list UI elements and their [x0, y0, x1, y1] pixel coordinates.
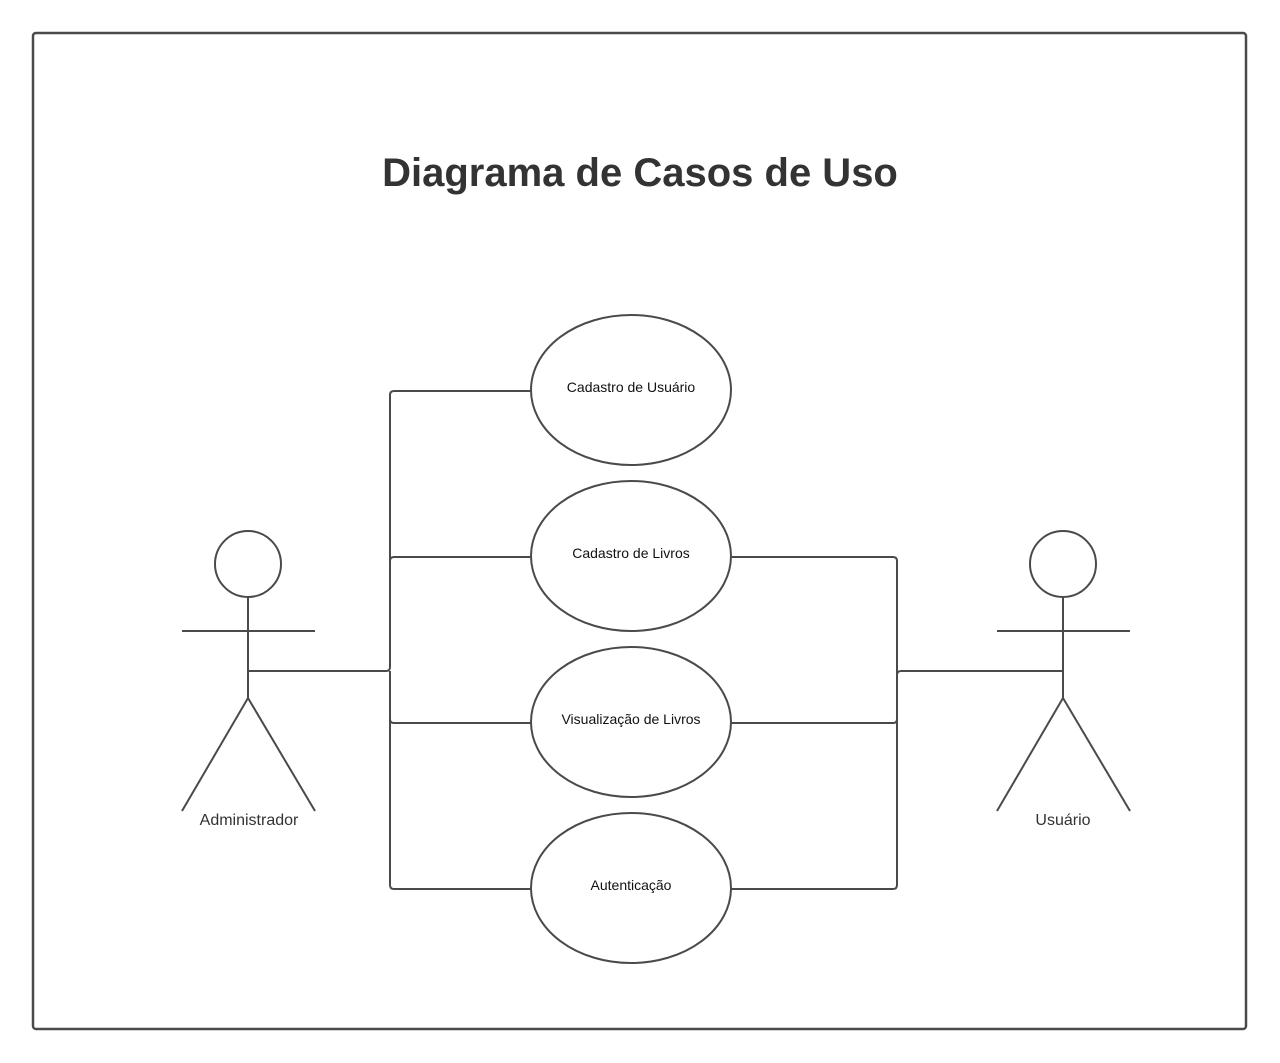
user-connectors	[731, 556, 1063, 890]
actor-usuario: Usuário	[996, 530, 1131, 829]
actor-label: Administrador	[200, 812, 299, 829]
use-case-label: Cadastro de Usuário	[567, 379, 696, 395]
use-case-ellipse	[530, 812, 732, 964]
connector-user-cadastro-livros	[731, 556, 898, 890]
use-case-ellipse	[530, 314, 732, 466]
use-case-cadastro-usuario: Cadastro de Usuário	[530, 314, 732, 466]
use-case-visualizacao-livros: Visualização de Livros	[530, 646, 732, 798]
admin-connectors	[248, 390, 531, 890]
connector-admin-autenticacao	[389, 719, 531, 890]
actor-administrador: Administrador	[181, 530, 316, 829]
connector-admin-cadastro-livros	[389, 556, 531, 562]
connector-user-trunk	[896, 670, 1063, 676]
use-case-autenticacao: Autenticação	[530, 812, 732, 964]
connector-admin-trunk	[248, 390, 531, 672]
connector-user-visualizacao-livros	[731, 718, 898, 724]
stick-figure-icon	[181, 530, 316, 812]
use-case-ellipse	[530, 646, 732, 798]
use-case-label: Visualização de Livros	[561, 711, 700, 727]
use-case-cadastro-livros: Cadastro de Livros	[530, 480, 732, 632]
use-case-ellipse	[530, 480, 732, 632]
use-case-label: Autenticação	[591, 877, 672, 893]
actor-label: Usuário	[1035, 812, 1090, 829]
diagram-title: Diagrama de Casos de Uso	[382, 151, 898, 195]
stick-figure-icon	[996, 530, 1131, 812]
use-case-label: Cadastro de Livros	[572, 545, 690, 561]
